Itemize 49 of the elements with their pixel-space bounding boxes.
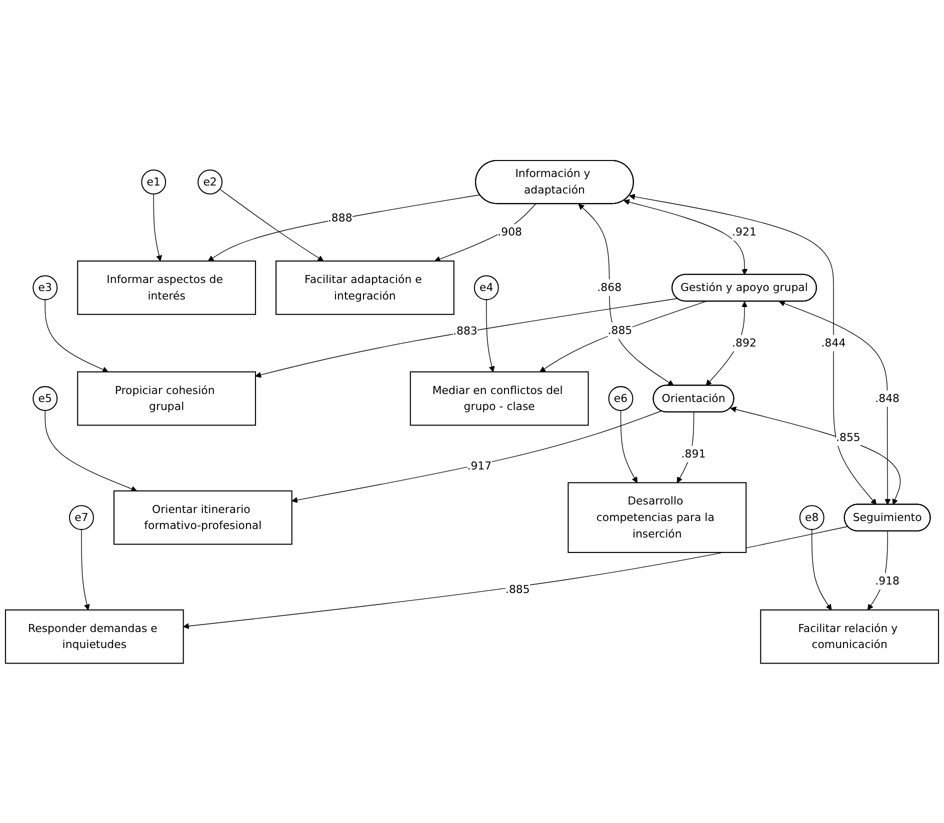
arrow	[183, 526, 848, 629]
arrow	[44, 410, 138, 492]
node-circle: e3	[32, 274, 58, 300]
arrow	[219, 188, 324, 261]
node-box: Orientar itinerario formativo-profesional	[113, 490, 292, 544]
node-circle: e6	[608, 386, 634, 411]
node-box: Facilitar adaptación e integración	[276, 260, 454, 315]
arrow	[153, 193, 162, 261]
node-circle: e1	[141, 169, 166, 194]
edge-label: .891	[681, 446, 706, 460]
edge-label: .918	[875, 574, 900, 587]
arrow	[255, 298, 678, 378]
arrow	[44, 298, 108, 372]
edge-label: .885	[608, 323, 632, 336]
arrow	[292, 410, 662, 503]
edge-label: .921	[732, 225, 756, 238]
edge-label: .844	[821, 336, 846, 349]
arrow	[730, 406, 901, 504]
arrow	[540, 300, 706, 372]
node-box: Facilitar relación y comunicación	[760, 609, 940, 664]
arrow	[578, 203, 674, 386]
edge-label: .848	[875, 391, 900, 404]
node-box: Responder demandas e inquietudes	[4, 609, 184, 664]
node-box: Desarrollo competencias para la inserción	[568, 482, 747, 553]
arrow	[434, 203, 536, 262]
node-box: Propiciar cohesión grupal	[77, 370, 256, 426]
arrow	[486, 298, 495, 372]
arrow	[629, 193, 877, 504]
edge-label: .855	[836, 430, 860, 444]
arrow	[779, 300, 891, 504]
node-box: Informar aspectos de interés	[77, 260, 256, 315]
edge-label: .908	[498, 225, 522, 238]
arrow	[812, 528, 832, 610]
edge-label: .892	[732, 336, 756, 349]
edge-label: .868	[597, 280, 622, 294]
edge-label: .917	[467, 458, 492, 472]
arrow	[624, 198, 748, 275]
node-circle: e5	[32, 386, 58, 411]
edge-label: .885	[505, 582, 530, 596]
node-circle: e4	[474, 274, 499, 300]
edge-label: .888	[328, 210, 352, 224]
node-circle: e2	[198, 169, 223, 194]
arrow	[208, 194, 480, 261]
node-box: Mediar en conflictos del grupo - clase	[410, 370, 589, 426]
node-circle: e7	[69, 504, 94, 530]
edge-label: .883	[453, 324, 478, 337]
arrow	[620, 410, 638, 483]
node-circle: e8	[799, 504, 824, 530]
arrow	[81, 528, 90, 610]
